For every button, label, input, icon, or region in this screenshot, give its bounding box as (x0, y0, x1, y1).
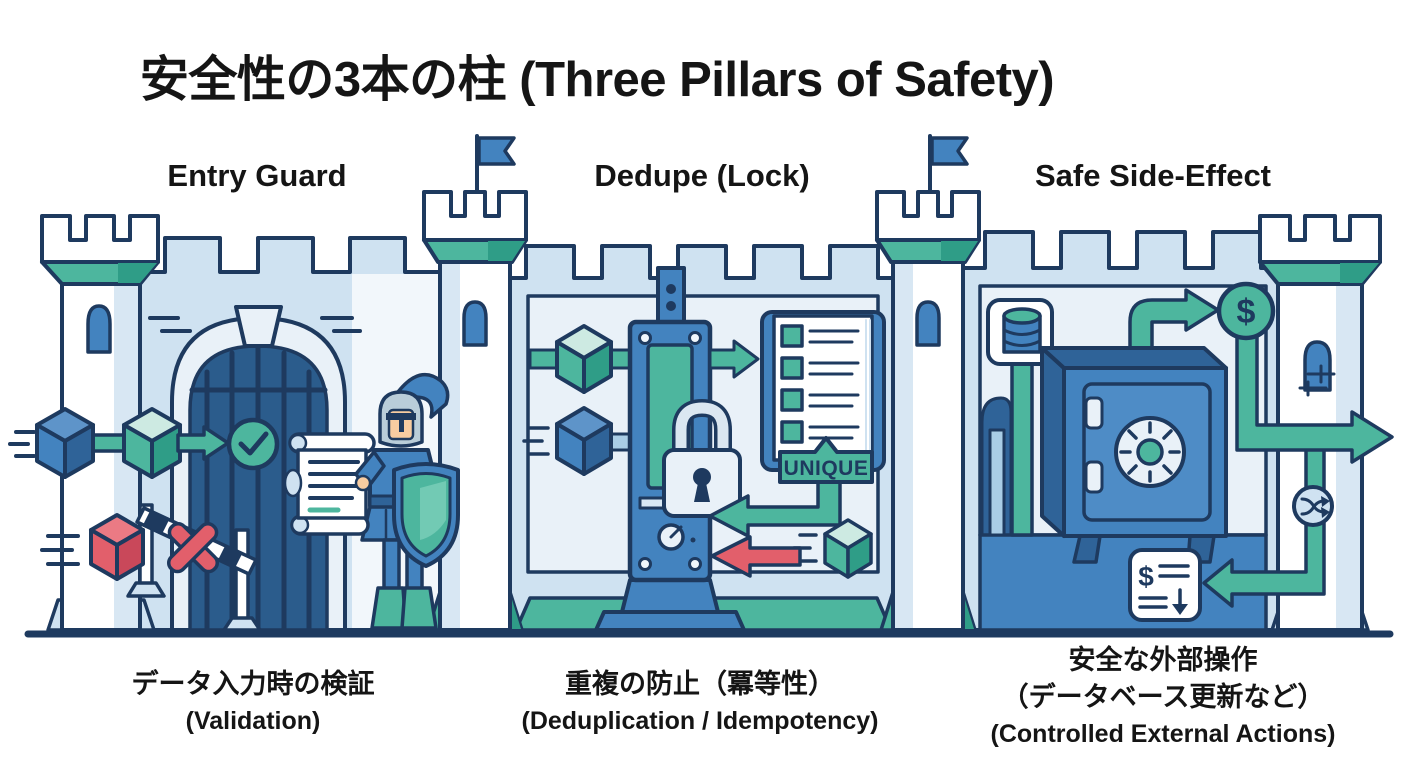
data-cube-teal (555, 324, 613, 394)
entry-guard-graphics (8, 372, 460, 632)
tower-cap (422, 190, 528, 242)
knight-boot (400, 586, 438, 630)
page-title: 安全性の3本の柱 (Three Pillars of Safety) (139, 53, 1055, 107)
watchtower-2 (875, 134, 981, 632)
exit-arrow (1235, 333, 1394, 464)
section-header-dedupe: Dedupe (Lock) (594, 158, 810, 193)
vault-hinge (1084, 460, 1104, 494)
db-pipe (1010, 362, 1034, 537)
tower-band-shade (941, 241, 978, 261)
validation-scroll (283, 432, 376, 536)
padlock-icon (662, 399, 742, 518)
vault-dial (1114, 416, 1186, 488)
knight-shield (392, 462, 460, 568)
brick-marks (1298, 364, 1336, 397)
tower-cap (875, 190, 981, 242)
section-header-safe-side-effect: Safe Side-Effect (1034, 158, 1272, 193)
tower-window (1303, 340, 1332, 392)
keystone (234, 305, 283, 348)
data-cube-teal (122, 407, 182, 479)
down-arrow-icon (1172, 588, 1188, 615)
caption-dedup: 重複の防止（冪等性） (Deduplication / Idempotency) (522, 666, 879, 740)
pipe-light (988, 428, 1006, 537)
transaction-doc-icon: $ (1128, 548, 1202, 622)
tower-window (462, 300, 488, 347)
flow-arrow (176, 425, 230, 461)
tower-shade (442, 264, 460, 628)
caption-external-jp-2: （データベース更新など） (1001, 682, 1325, 712)
doc-lines (1138, 564, 1190, 609)
side-effect-graphics: $ (986, 281, 1394, 622)
unique-tag: UNIQUE (778, 436, 874, 484)
invalid-cube-red (89, 513, 145, 581)
scroll-text-lines (308, 460, 360, 500)
flag-icon (477, 136, 516, 166)
return-arrow (708, 480, 842, 538)
unique-tag-label: UNIQUE (784, 457, 869, 480)
checklist-icon (780, 324, 860, 444)
caption-external-jp-1: 安全な外部操作 (1068, 645, 1258, 675)
caption-validation: データ入力時の検証 (Validation) (132, 666, 375, 740)
caption-dedup-en: (Deduplication / Idempotency) (521, 707, 879, 735)
doc-dollar-symbol: $ (1138, 561, 1154, 592)
flag-icon (930, 136, 969, 166)
motion-dashes (522, 426, 818, 563)
dedupe-graphics: UNIQUE (522, 266, 886, 632)
visor (386, 413, 416, 420)
vault-icon (1040, 346, 1228, 564)
dollar-symbol: $ (1237, 293, 1256, 331)
motion-dashes (8, 430, 80, 566)
tower-window (915, 300, 941, 347)
pass-arrow (708, 339, 760, 379)
checkmark-icon (238, 431, 269, 456)
caption-external-en: (Controlled External Actions) (990, 720, 1336, 748)
knight-leg (382, 538, 401, 592)
vault-leg (1072, 534, 1102, 564)
knight-guard (283, 372, 460, 630)
reject-arrow (710, 535, 802, 578)
database-icon (986, 298, 1054, 366)
lock-base (594, 610, 746, 632)
keyhole (693, 468, 711, 502)
tower-window (86, 304, 112, 354)
tower-band-shade (1340, 263, 1379, 283)
data-cube-blue (35, 407, 95, 479)
knight-hand (354, 474, 372, 492)
ledger-book (760, 310, 886, 472)
caption-dedup-jp: 重複の防止（冪等性） (564, 669, 835, 699)
validation-check (226, 417, 280, 471)
caption-validation-jp: データ入力時の検証 (131, 669, 375, 699)
nose-guard (399, 418, 404, 432)
shuffle-icon (1292, 485, 1334, 527)
data-cube-blue (555, 406, 613, 476)
watchtower-1 (422, 134, 528, 632)
tower-cap (1258, 214, 1382, 264)
vault-hinge (1084, 396, 1104, 430)
x-icon (166, 521, 220, 574)
tower-cap (40, 214, 160, 264)
duplicate-cube (823, 518, 873, 579)
dollar-icon: $ (1216, 281, 1276, 341)
tower-band-shade (488, 241, 525, 261)
lock-pedestal (620, 578, 720, 614)
caption-validation-en: (Validation) (185, 707, 321, 735)
lock-dial (657, 523, 696, 551)
tower-shade (895, 264, 913, 628)
section-header-entry-guard: Entry Guard (167, 158, 347, 193)
caption-external-actions: 安全な外部操作 （データベース更新など） (Controlled Externa… (991, 642, 1336, 753)
tower-band-shade (118, 263, 157, 283)
